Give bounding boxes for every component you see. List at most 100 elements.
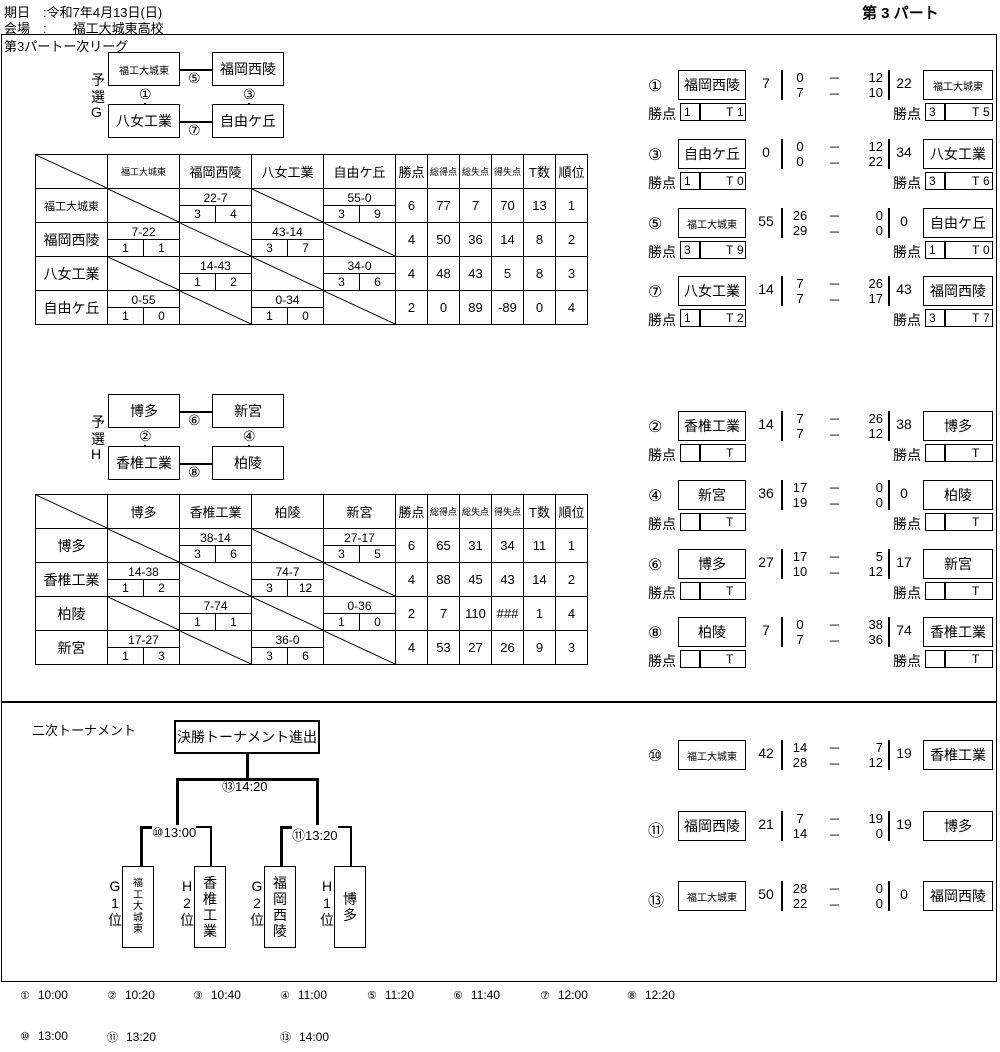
away-half1: 5 [875,549,883,564]
away-team: 自由ケ丘 [923,208,993,238]
home-half2: 19 [792,495,808,510]
column-header: 博多 [107,494,180,529]
t-box [700,309,746,327]
points-label: 勝点 [648,312,676,328]
t-label: T [726,174,734,188]
stat-rank: 2 [555,222,588,257]
away-points: 1 [929,243,936,257]
team-box: 博多 [108,394,180,428]
team-name: 八女工業 [35,256,108,291]
bracket-line [176,778,179,828]
dash-text: － [828,156,842,171]
result-cell [179,290,252,325]
score-text: 14-43 [200,258,231,273]
result-cell [323,630,396,665]
score-text: 17-27 [128,632,159,647]
away-half2: 36 [868,632,883,647]
stat-for: 0 [427,290,460,325]
away-score: 17 [896,554,912,570]
team-char: 大 [133,901,143,913]
t-label: T [726,105,734,119]
stat-for: 7 [427,596,460,631]
t-label: T [726,446,734,460]
t-box [700,444,746,462]
match-number: ⑥ [648,557,663,574]
away-points: 3 [929,105,936,119]
points-value: 3 [266,240,273,255]
away-score: 43 [896,281,912,297]
t-value: 2 [143,579,179,596]
points-box [680,103,700,121]
bracket-line [140,826,143,866]
stat-ag: 45 [459,562,492,597]
seed-char: H [181,878,193,894]
bracket-line [350,826,352,866]
points-value: 3 [194,546,201,561]
result-cell [323,290,396,325]
points-box [680,309,700,327]
match-number: ① [648,78,663,95]
team-char: 業 [203,923,217,940]
bracket-line [888,617,890,647]
result-cell [251,256,324,291]
t-label: T [972,652,980,666]
away-team: 福岡西陵 [923,276,993,306]
points-value: 1 [194,274,201,289]
home-team: 福工大城東 [678,881,746,911]
stat-ag: 36 [459,222,492,257]
column-header: 勝点 [395,494,428,529]
result-cell [107,596,180,631]
team-char: 城 [133,912,143,924]
t-box [945,513,993,531]
home-half2: 10 [792,564,808,579]
home-half1: 7 [796,811,804,826]
date-label: 期日 :令和7年4月13日(日) [4,5,163,20]
venue-label: 会場 : 福工大城東高校 [4,21,164,36]
home-points: 1 [684,174,691,188]
bracket-line [888,70,890,100]
home-half2: 29 [792,223,808,238]
team-name: 新宮 [35,630,108,665]
seed-team-box: 福岡西陵 [264,866,296,948]
bracket-line [781,549,783,579]
t-box [945,309,993,327]
column-header: 総得点 [427,154,460,189]
dash-text: － [828,741,842,756]
match-number: ① [139,86,152,103]
schedule-time: 11:20 [384,988,415,1002]
t-label: T [726,515,734,529]
result-cell [107,528,180,563]
home-t: 9 [737,243,744,257]
match-number: ⑪ [648,823,665,840]
t-value: 6 [359,273,395,290]
points-label: 勝点 [893,447,921,463]
home-team: 自由ケ丘 [678,139,746,169]
home-score: 14 [758,281,774,297]
home-score: 7 [762,75,770,91]
stat-for: 53 [427,630,460,665]
team-box: 新宮 [212,394,284,428]
t-box [700,513,746,531]
home-points: 1 [684,311,691,325]
t-label: T [972,243,980,257]
group-label: G [91,104,102,120]
group-label: 予 [91,72,105,88]
column-header: 総失点 [459,494,492,529]
link-line [180,463,212,465]
dash-text: － [828,882,842,897]
stat-diff: 26 [491,630,524,665]
team-box: 香椎工業 [108,446,180,480]
column-header: 勝点 [395,154,428,189]
away-score: 0 [900,213,908,229]
away-t: 7 [983,311,990,325]
away-half2: 22 [868,154,883,169]
seed-char: 1 [323,894,331,911]
away-points: 3 [929,174,936,188]
